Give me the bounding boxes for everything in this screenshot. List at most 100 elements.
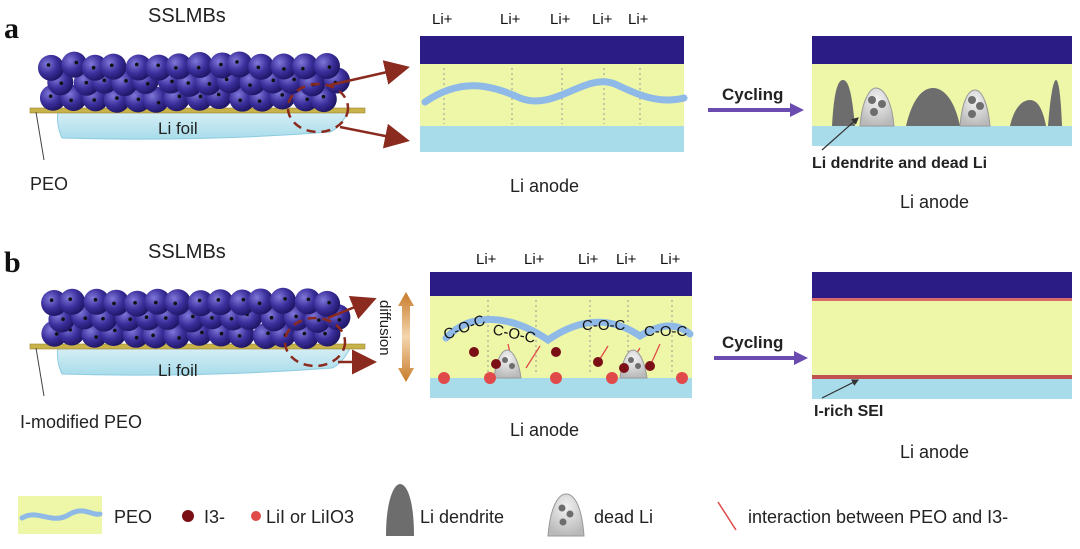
particle-dot (257, 99, 262, 103)
particle-dot (48, 94, 53, 99)
zoom-arrow-a-bottom (339, 123, 410, 149)
cathode-layer-a (420, 36, 684, 64)
particle-dot (271, 78, 276, 83)
diffusion-arrow (398, 292, 414, 382)
zoom-circle-a (286, 82, 350, 134)
cathode-layer-b (430, 272, 692, 296)
particle-dot (257, 301, 262, 306)
particle-dot (151, 333, 155, 338)
legend-interaction: interaction between PEO and I3- (717, 501, 1008, 531)
particle-dot (144, 315, 149, 320)
particle-dot (210, 316, 214, 320)
cathode-particle (248, 53, 275, 80)
peo-electrolyte-b-result (812, 301, 1072, 375)
particle-dot (109, 63, 114, 68)
dead-li (959, 89, 991, 127)
particle-dot (337, 318, 342, 322)
particle-dot (317, 318, 321, 322)
legend-dead: dead Li (547, 493, 653, 537)
particle-dot (306, 297, 311, 302)
particle-dot (323, 331, 327, 336)
particle-dot (156, 100, 161, 105)
lii-particles-b (438, 372, 688, 384)
ion-labels-b: Li+ Li+ Li+ Li+ Li+ (476, 251, 681, 268)
particle-dot (177, 94, 182, 99)
legend-lii-dot (251, 511, 261, 521)
legend-i3: I3- (182, 507, 225, 527)
particle-dot (241, 297, 246, 302)
cathode-particle (187, 290, 214, 317)
particle-dot (301, 66, 305, 71)
li-dendrite (1010, 100, 1046, 126)
cycling-label-a: Cycling (722, 85, 783, 104)
c-o-c-label: C-O-C (644, 323, 687, 340)
particle-dot (59, 81, 64, 86)
i-modified-peo-label: I-modified PEO (20, 412, 142, 432)
cathode-particle (270, 53, 297, 80)
particle-dot (173, 301, 178, 306)
particle-dot (207, 82, 212, 86)
peo-pointer-a (35, 111, 45, 161)
c-o-c-label: C-O-C (582, 317, 625, 334)
particle-dot (283, 296, 287, 301)
dendrite-pointer-a (821, 117, 859, 151)
particle-dot (91, 65, 96, 70)
cathode-particle (247, 288, 274, 315)
cathode-particle (38, 54, 65, 81)
cathode-particle (226, 51, 253, 78)
li-dendrite (832, 80, 855, 126)
cathode-particle (313, 53, 340, 80)
li-anode-label-a: Li anode (510, 176, 579, 196)
zoom-arrow-b-top (327, 296, 377, 320)
particle-dot (219, 62, 223, 67)
sei-top-b (812, 298, 1072, 301)
li-anode-layer-a (420, 126, 684, 152)
particle-dot (112, 328, 117, 333)
particle-dot (83, 316, 88, 320)
li-foil-b-label: Li foil (158, 361, 198, 380)
li-ion-label: Li+ (628, 11, 649, 28)
legend-dendrite-shape (386, 484, 414, 536)
cathode-particle (229, 289, 256, 316)
particle-dot (102, 78, 107, 83)
particle-dot (69, 98, 73, 103)
particle-dot (49, 298, 54, 302)
legend-lii-label: LiI or LiIO3 (266, 507, 354, 527)
particle-dot (136, 97, 141, 102)
legend-lii: LiI or LiIO3 (251, 507, 354, 527)
li-foil-a (57, 111, 349, 140)
particle-dot (237, 334, 242, 338)
particle-dot (174, 66, 178, 70)
cathode-particle (165, 53, 192, 80)
particle-dot (46, 63, 51, 67)
particle-dot (177, 336, 181, 340)
cathode-particle (186, 52, 213, 79)
li-ion-label: Li+ (500, 11, 521, 28)
li-ion-label: Li+ (550, 11, 571, 28)
li-ion-label: Li+ (592, 11, 613, 28)
particle-dot (327, 65, 332, 69)
peo-chain-a (421, 78, 688, 106)
li-anode-result-label-b: Li anode (900, 442, 969, 462)
li-anode-layer-a-result (812, 126, 1072, 146)
particle-dot (115, 96, 119, 100)
legend-dead-label: dead Li (594, 507, 653, 527)
cathode-particle (61, 51, 88, 78)
particle-dot (200, 330, 204, 335)
particle-dot (94, 335, 98, 339)
particle-dot (235, 60, 239, 64)
panel-a-letter: a (4, 12, 19, 45)
dead-li (859, 87, 895, 127)
li-foil-a-label: Li foil (158, 119, 198, 138)
cathode-particle (292, 53, 319, 80)
li-ion-label: Li+ (432, 11, 453, 28)
particle-dot (145, 81, 150, 86)
cathode-layer-b-result (812, 272, 1072, 298)
dendrites-a (832, 80, 1062, 127)
peo-label-a: PEO (30, 174, 68, 194)
legend-dead-shape (547, 493, 585, 537)
particle-dot (321, 94, 326, 99)
particle-dot (170, 79, 174, 84)
